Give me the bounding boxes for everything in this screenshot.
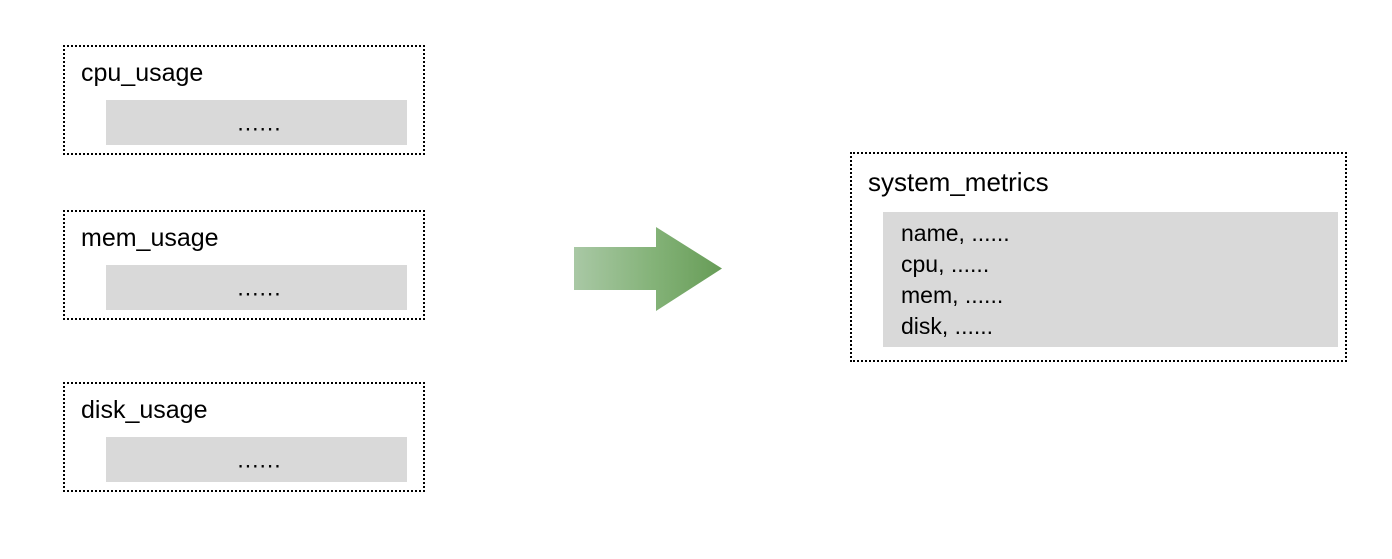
target-field-row: name, ...... — [901, 220, 1010, 246]
source-box-cpu-usage[interactable]: cpu_usage ...... — [63, 45, 425, 155]
source-body-ellipsis-mem-usage: ...... — [237, 274, 282, 300]
right-arrow-icon — [574, 227, 722, 311]
source-body-panel-disk-usage: ...... — [106, 437, 407, 482]
source-box-mem-usage[interactable]: mem_usage ...... — [63, 210, 425, 320]
source-body-panel-mem-usage: ...... — [106, 265, 407, 310]
target-field-row: cpu, ...... — [901, 251, 990, 277]
target-field-row: mem, ...... — [901, 282, 1004, 308]
source-title-mem-usage: mem_usage — [81, 224, 219, 252]
source-box-disk-usage[interactable]: disk_usage ...... — [63, 382, 425, 492]
target-field-list: name, ...... cpu, ...... mem, ...... dis… — [901, 218, 1010, 342]
source-body-ellipsis-cpu-usage: ...... — [237, 109, 282, 135]
source-body-panel-cpu-usage: ...... — [106, 100, 407, 145]
target-body-panel: name, ...... cpu, ...... mem, ...... dis… — [883, 212, 1338, 347]
source-title-cpu-usage: cpu_usage — [81, 59, 204, 87]
target-title-system-metrics: system_metrics — [868, 167, 1049, 197]
target-field-row: disk, ...... — [901, 313, 994, 339]
source-title-disk-usage: disk_usage — [81, 396, 208, 424]
flow-arrow — [570, 223, 726, 315]
source-body-ellipsis-disk-usage: ...... — [237, 446, 282, 472]
target-box-system-metrics[interactable]: system_metrics name, ...... cpu, ...... … — [850, 152, 1347, 362]
